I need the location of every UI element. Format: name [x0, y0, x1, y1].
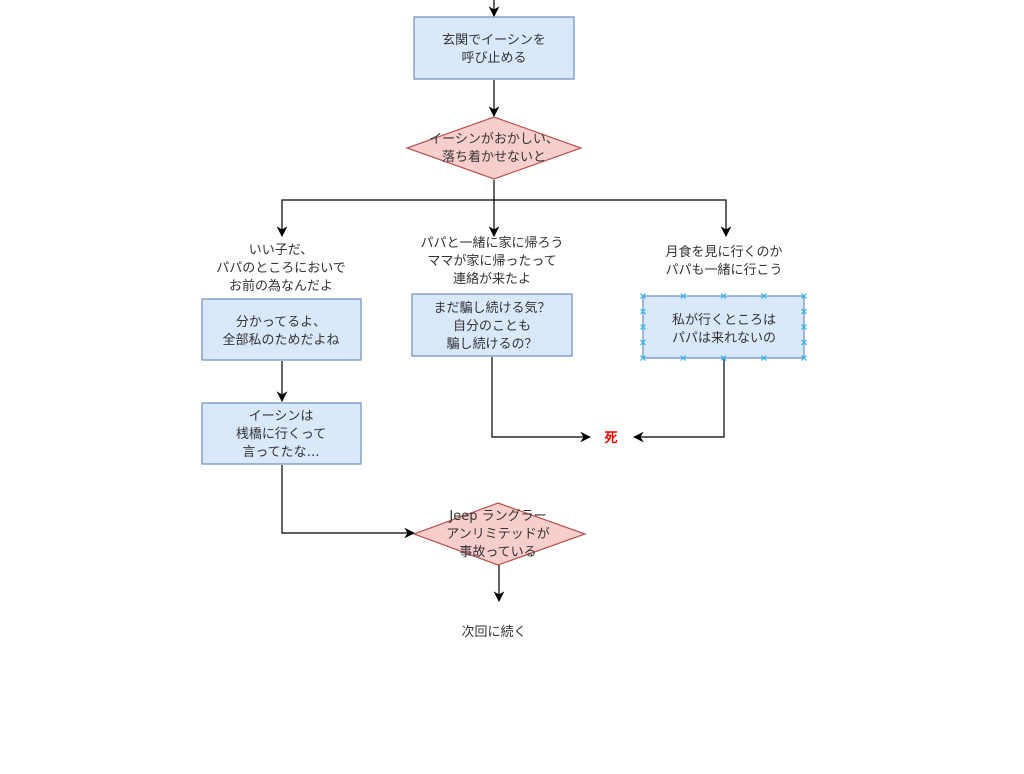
- node-text-line: 分かってるよ、: [236, 315, 326, 330]
- resize-handle[interactable]: [640, 324, 646, 330]
- death-text: 死: [604, 431, 617, 446]
- node-text-line: パパは来れないの: [672, 331, 776, 346]
- label-line: いい子だ、: [249, 243, 314, 258]
- node-text-line: 落ち着かせないと: [442, 149, 546, 165]
- resize-handle[interactable]: [680, 355, 687, 361]
- node-text-line: イーシンがおかしい、: [429, 132, 559, 147]
- node-text-line: 私が行くところは: [672, 313, 776, 328]
- node-pier[interactable]: イーシンは 桟橋に行くって 言ってたな…: [201, 402, 362, 465]
- edges: [276, 0, 732, 603]
- selection-handles[interactable]: [640, 293, 807, 361]
- resize-handle[interactable]: [640, 339, 646, 346]
- label-line: パパと一緒に家に帰ろう: [420, 235, 563, 251]
- node-still-deceive[interactable]: まだ騙し続ける気？ 自分のことも 騙し続けるの？: [411, 293, 573, 357]
- node-text-line: Jeep ラングラー: [448, 509, 546, 524]
- branch-left-label[interactable]: いい子だ、 パパのところにおいで お前の為なんだよ: [216, 243, 346, 294]
- resize-handle[interactable]: [680, 293, 687, 299]
- node-text-line: 呼び止める: [461, 51, 526, 66]
- label-line: 連絡が来たよ: [453, 271, 531, 287]
- resize-handle[interactable]: [760, 293, 767, 299]
- edge-decision-to-left[interactable]: [276, 199, 494, 238]
- resize-handle[interactable]: [760, 355, 767, 361]
- label-line: パパのところにおいで: [216, 261, 346, 276]
- node-text-line: 事故っている: [459, 545, 536, 560]
- node-papa-cannot-come[interactable]: 私が行くところは パパは来れないの: [640, 293, 807, 361]
- label-line: お前の為なんだよ: [229, 278, 333, 294]
- node-jeep-accident-decision[interactable]: Jeep ラングラー アンリミテッドが 事故っている: [412, 502, 587, 566]
- node-death[interactable]: 死: [604, 431, 617, 446]
- resize-handle[interactable]: [640, 293, 646, 299]
- resize-handle[interactable]: [640, 355, 646, 361]
- resize-handle[interactable]: [720, 355, 727, 361]
- node-text-line: 桟橋に行くって: [236, 427, 326, 442]
- edge-papa-to-death[interactable]: [632, 359, 725, 443]
- node-text-line: 全部私のためだよね: [222, 332, 339, 348]
- resize-handle[interactable]: [720, 293, 727, 299]
- continued-text: 次回に続く: [461, 624, 526, 640]
- node-to-be-continued[interactable]: 次回に続く: [461, 624, 526, 640]
- edge-pier-to-jeep[interactable]: [281, 465, 416, 539]
- resize-handle[interactable]: [801, 324, 807, 330]
- resize-handle[interactable]: [801, 339, 807, 346]
- resize-handle[interactable]: [801, 293, 807, 299]
- node-text-line: 言ってたな…: [242, 445, 319, 460]
- node-text-line: 騙し続けるの？: [446, 336, 537, 352]
- node-text-line: アンリミテッドが: [446, 527, 549, 542]
- node-text-line: イーシンは: [249, 409, 314, 424]
- node-text-line: 自分のことも: [453, 319, 531, 334]
- edge-deceive-to-death[interactable]: [491, 357, 592, 443]
- label-line: パパも一緒に行こう: [665, 263, 782, 278]
- node-text-line: まだ騙し続ける気？: [433, 300, 550, 316]
- node-understand[interactable]: 分かってるよ、 全部私のためだよね: [201, 298, 362, 361]
- edge-decision-to-right[interactable]: [494, 199, 732, 238]
- node-text-line: 玄関でイーシンを: [442, 33, 546, 48]
- resize-handle[interactable]: [801, 308, 807, 315]
- label-line: ママが家に帰ったって: [427, 253, 556, 269]
- resize-handle[interactable]: [801, 355, 807, 361]
- branch-right-label[interactable]: 月食を見に行くのか パパも一緒に行こう: [665, 244, 782, 278]
- node-ishin-strange-decision[interactable]: イーシンがおかしい、 落ち着かせないと: [405, 116, 583, 180]
- branch-mid-label[interactable]: パパと一緒に家に帰ろう ママが家に帰ったって 連絡が来たよ: [420, 235, 563, 287]
- label-line: 月食を見に行くのか: [665, 244, 782, 260]
- resize-handle[interactable]: [640, 308, 646, 315]
- node-stop-at-entrance[interactable]: 玄関でイーシンを 呼び止める: [413, 16, 575, 80]
